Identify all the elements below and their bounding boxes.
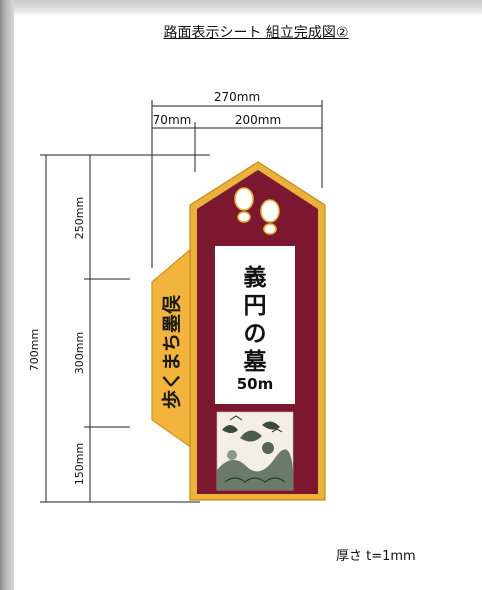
side-tab-label: 歩くまち墨俣: [160, 294, 183, 409]
horizontal-dimensions: [151, 100, 323, 268]
dim-250-label: 250mm: [73, 197, 86, 239]
destination-char-4: 墓: [243, 349, 268, 375]
footprints-icon: [234, 187, 280, 235]
dim-200-label: 200mm: [235, 113, 281, 127]
road-sign: 義 円 の 墓 50m: [189, 161, 326, 501]
page-title: 路面表示シート 組立完成図②: [163, 25, 349, 41]
dim-300-label: 300mm: [73, 332, 86, 374]
vertical-dimensions: [40, 154, 210, 503]
destination-char-1: 義: [244, 264, 267, 291]
destination-panel: [215, 246, 295, 404]
landscape-illustration: [216, 411, 294, 491]
destination-distance: 50m: [237, 375, 274, 393]
scan-edge-top: [14, 0, 482, 16]
destination-char-3: の: [244, 321, 267, 347]
dim-700-label: 700mm: [28, 329, 41, 371]
dim-70-label: 70mm: [153, 113, 192, 127]
side-tab: 歩くまち墨俣: [151, 246, 193, 450]
destination-char-2: 円: [244, 293, 267, 319]
dim-150-label: 150mm: [73, 443, 86, 485]
scan-edge-left: [0, 0, 14, 590]
thickness-note: 厚さ t=1mm: [336, 549, 416, 564]
dim-270-label: 270mm: [214, 90, 260, 104]
